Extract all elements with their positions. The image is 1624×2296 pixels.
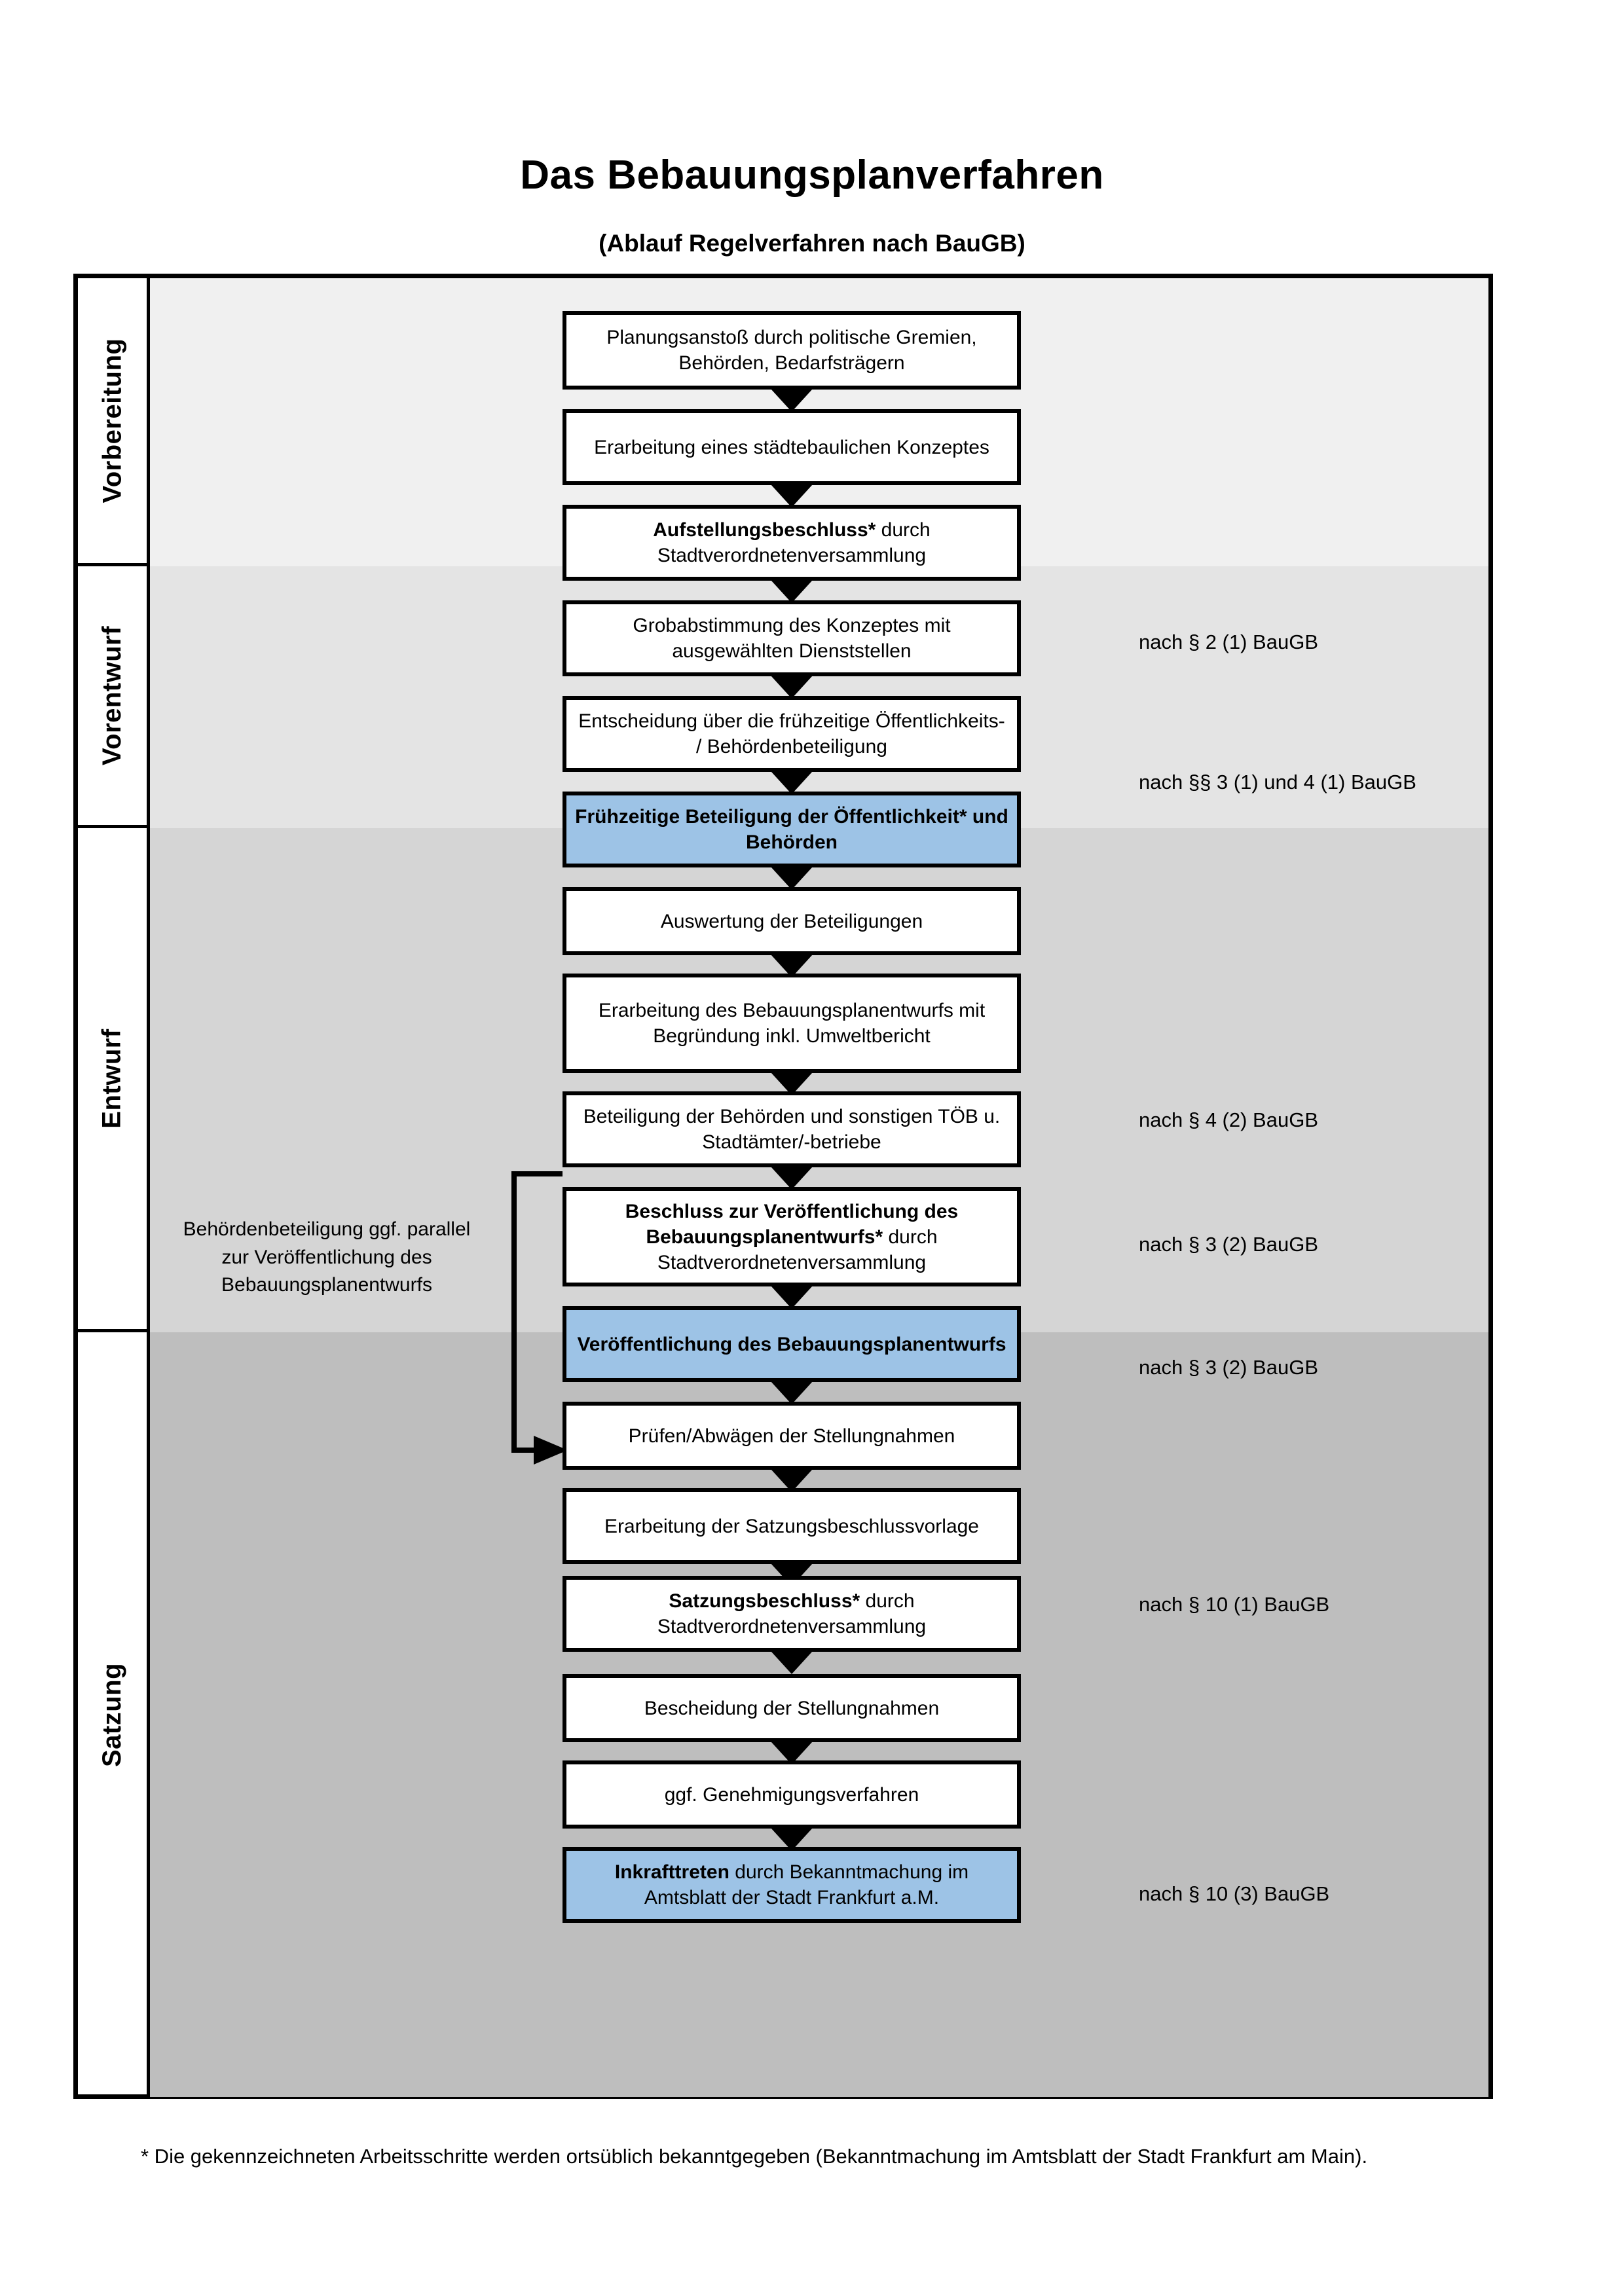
law-note-7: nach § 10 (3) BauGB xyxy=(1139,1882,1330,1905)
step-text-14-bold: Satzungsbeschluss* xyxy=(669,1590,860,1612)
step-text-10-bold: Beschluss zur Veröffentlichung des Bebau… xyxy=(625,1200,959,1248)
step-text-5: Entscheidung über die frühzeitige Öffent… xyxy=(578,710,1005,757)
law-note-3: nach § 4 (2) BauGB xyxy=(1139,1108,1318,1131)
phase-label-entwurf: Entwurf xyxy=(98,1029,126,1129)
step-box-17[interactable]: Inkrafttreten durch Bekanntmachung im Am… xyxy=(563,1847,1021,1923)
step-text-14-rest: durch Stadtverordnetenversammlung xyxy=(657,1590,927,1637)
phase-label-vorentwurf: Vorentwurf xyxy=(98,625,126,766)
step-box-10[interactable]: Beschluss zur Veröffentlichung des Bebau… xyxy=(563,1187,1021,1286)
step-box-14[interactable]: Satzungsbeschluss* durch Stadtverordnete… xyxy=(563,1576,1021,1652)
step-text-3-rest: durch Stadtverordnetenversammlung xyxy=(657,519,931,566)
step-text-3-bold: Aufstellungsbeschluss* xyxy=(653,519,876,541)
step-box-13[interactable]: Erarbeitung der Satzungsbeschlussvorlage xyxy=(563,1488,1021,1564)
law-note-2: nach §§ 3 (1) und 4 (1) BauGB xyxy=(1139,771,1416,793)
step-box-16[interactable]: ggf. Genehmigungsverfahren xyxy=(563,1760,1021,1829)
law-note-1: nach § 2 (1) BauGB xyxy=(1139,630,1318,653)
process-diagram: Vorbereitung Vorentwurf Entwurf Satzung … xyxy=(73,274,1493,2099)
step-box-9[interactable]: Beteiligung der Behörden und sonstigen T… xyxy=(563,1091,1021,1167)
step-box-11[interactable]: Veröffentlichung des Bebauungsplanentwur… xyxy=(563,1306,1021,1382)
step-text-2: Erarbeitung eines städtebaulichen Konzep… xyxy=(594,436,989,458)
step-text-8: Erarbeitung des Bebauungsplanentwurfs mi… xyxy=(598,1000,986,1047)
step-text-12: Prüfen/Abwägen der Stellungnahmen xyxy=(628,1425,955,1447)
step-text-10-rest: durch Stadtverordnetenversammlung xyxy=(657,1226,938,1273)
step-box-3[interactable]: Aufstellungsbeschluss* durch Stadtverord… xyxy=(563,505,1021,581)
step-text-16: ggf. Genehmigungsverfahren xyxy=(664,1783,919,1806)
step-box-4[interactable]: Grobabstimmung des Konzeptes mit ausgewä… xyxy=(563,600,1021,676)
step-text-11: Veröffentlichung des Bebauungsplanentwur… xyxy=(577,1333,1006,1355)
phase-label-column: Vorbereitung Vorentwurf Entwurf Satzung xyxy=(78,278,150,2094)
step-text-15: Bescheidung der Stellungnahmen xyxy=(644,1697,940,1719)
side-note-parallel-behoerdenbeteiligung: Behördenbeteiligung ggf. parallel zur Ve… xyxy=(183,1218,471,1296)
step-box-1[interactable]: Planungsanstoß durch politische Gremien,… xyxy=(563,311,1021,390)
step-box-5[interactable]: Entscheidung über die frühzeitige Öffent… xyxy=(563,696,1021,772)
step-text-1: Planungsanstoß durch politische Gremien,… xyxy=(606,327,977,374)
page-subtitle: (Ablauf Regelverfahren nach BauGB) xyxy=(599,229,1025,257)
step-text-6: Frühzeitige Beteiligung der Öffentlichke… xyxy=(575,806,1008,853)
step-box-6[interactable]: Frühzeitige Beteiligung der Öffentlichke… xyxy=(563,792,1021,867)
phase-label-vorbereitung: Vorbereitung xyxy=(98,338,126,503)
phase-label-satzung: Satzung xyxy=(98,1662,127,1767)
step-box-2[interactable]: Erarbeitung eines städtebaulichen Konzep… xyxy=(563,409,1021,485)
phase-cell-vorentwurf: Vorentwurf xyxy=(78,566,147,828)
step-text-17-rest: durch Bekanntmachung im Amtsblatt der St… xyxy=(644,1861,969,1908)
step-box-8[interactable]: Erarbeitung des Bebauungsplanentwurfs mi… xyxy=(563,974,1021,1073)
step-text-17: Inkrafttreten durch Bekanntmachung im Am… xyxy=(573,1859,1010,1910)
step-box-15[interactable]: Bescheidung der Stellungnahmen xyxy=(563,1674,1021,1742)
phase-cell-satzung: Satzung xyxy=(78,1332,147,2097)
page-title: Das Bebauungsplanverfahren xyxy=(520,152,1104,198)
law-note-6: nach § 10 (1) BauGB xyxy=(1139,1593,1330,1616)
step-text-4: Grobabstimmung des Konzeptes mit ausgewä… xyxy=(633,615,951,662)
step-box-7[interactable]: Auswertung der Beteiligungen xyxy=(563,887,1021,955)
phase-cell-entwurf: Entwurf xyxy=(78,828,147,1332)
step-text-3: Aufstellungsbeschluss* durch Stadtverord… xyxy=(573,517,1010,568)
step-text-9: Beteiligung der Behörden und sonstigen T… xyxy=(583,1106,1001,1153)
phase-cell-vorbereitung: Vorbereitung xyxy=(78,278,147,566)
step-text-13: Erarbeitung der Satzungsbeschlussvorlage xyxy=(604,1515,979,1537)
footnote: * Die gekennzeichneten Arbeitsschritte w… xyxy=(141,2145,1368,2168)
step-text-17-bold: Inkrafttreten xyxy=(614,1861,729,1883)
step-box-12[interactable]: Prüfen/Abwägen der Stellungnahmen xyxy=(563,1402,1021,1470)
law-note-4: nach § 3 (2) BauGB xyxy=(1139,1233,1318,1256)
law-note-5: nach § 3 (2) BauGB xyxy=(1139,1356,1318,1379)
step-text-14: Satzungsbeschluss* durch Stadtverordnete… xyxy=(573,1588,1010,1639)
step-text-10: Beschluss zur Veröffentlichung des Bebau… xyxy=(573,1199,1010,1275)
step-text-7: Auswertung der Beteiligungen xyxy=(660,910,923,932)
